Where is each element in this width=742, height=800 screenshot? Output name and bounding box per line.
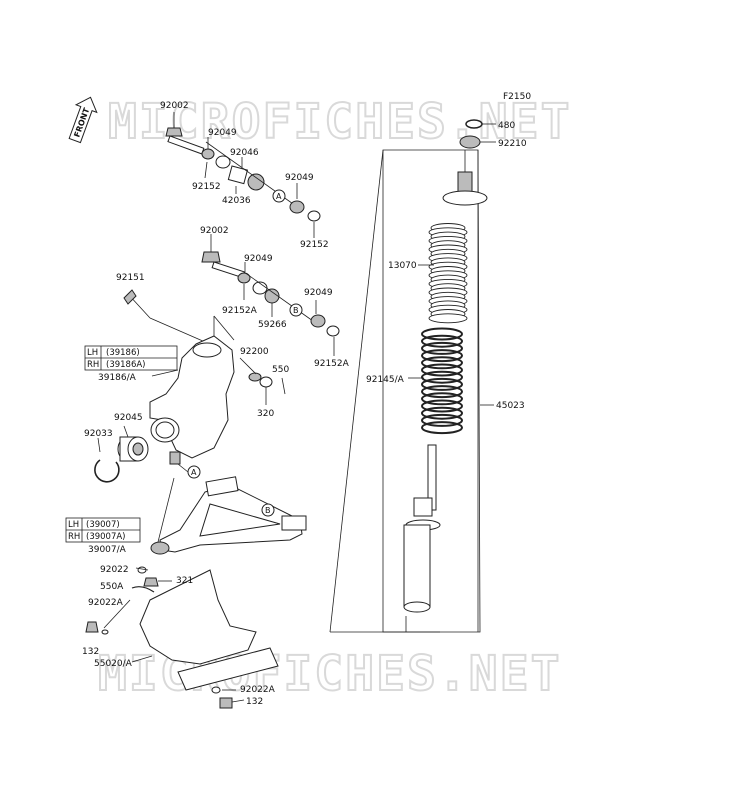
label-59266: 59266 [258,320,287,330]
label-92022A-a: 92022A [88,598,124,608]
spring-coil [421,370,463,384]
figure-code: F2150 [503,92,531,102]
label-39007A: 39007/A [88,545,127,555]
circle-a-upper: A [276,192,282,201]
label-13070: 13070 [388,261,417,271]
spring-coil [421,327,463,341]
knuckle-rh: RH [87,360,99,370]
label-550: 550 [272,365,289,375]
label-480: 480 [498,121,515,131]
label-92049-c: 92049 [244,254,273,264]
label-55020A: 55020/A [94,659,133,669]
label-320: 320 [257,409,274,419]
label-92002-mid: 92002 [200,226,229,236]
spring-coil [421,399,463,413]
spring-coil [421,363,463,377]
knuckle-rh-num: (39186A) [106,360,146,370]
label-45023: 45023 [496,401,525,411]
label-42036: 42036 [222,196,251,206]
circle-b-lower: B [265,506,271,515]
label-92033: 92033 [84,429,113,439]
lower-a-arm: A B [150,463,307,555]
arm-lh-num: (39007) [86,520,120,530]
arm-lh: LH [68,520,79,530]
label-92022A-b: 92022A [240,685,276,695]
label-92049-d: 92049 [304,288,333,298]
knuckle-lh: LH [87,348,98,358]
label-92200: 92200 [240,347,269,357]
spring-coil [421,406,463,420]
label-92022: 92022 [100,565,129,575]
spring-coil [421,377,463,391]
label-92046: 92046 [230,148,259,158]
knuckle-part-box: LH (39186) RH (39186A) [84,345,179,377]
circle-b-upper: B [293,306,299,315]
label-92210: 92210 [498,139,527,149]
shock-outline-box [329,149,494,633]
label-92145A: 92145/A [366,375,405,385]
arm-rh-num: (39007A) [86,532,126,542]
spring-coil [421,334,463,348]
spring-coil [421,385,463,399]
spring-coil [421,392,463,406]
shock-body [403,444,441,632]
arm-rh: RH [68,532,80,542]
label-321: 321 [176,576,193,586]
label-92152-b: 92152 [300,240,329,250]
spring-coil [421,341,463,355]
bolt-group-middle: B [201,234,340,356]
circlip [94,437,120,483]
label-92002-top: 92002 [160,101,189,111]
label-92152-a: 92152 [192,182,221,192]
spring-coil [421,356,463,370]
bolt-group-upper: A [165,112,321,238]
dust-boot [428,223,468,324]
label-92049-a: 92049 [208,128,237,138]
label-132-b: 132 [246,697,263,707]
wheel-bearing [117,425,149,462]
label-92049-b: 92049 [285,173,314,183]
spring-coil [421,413,463,427]
skid-plate-hardware [85,566,279,709]
boot-rib [428,313,468,324]
steering-knuckle [123,289,286,465]
shock-top-hardware [442,119,496,206]
label-132-a: 132 [82,647,99,657]
label-550A: 550A [100,582,124,592]
spring-coil [421,349,463,363]
knuckle-lh-num: (39186) [106,348,140,358]
front-arrow-icon: FRONT [68,96,98,144]
label-92152A-b: 92152A [314,359,350,369]
circle-a-lower: A [191,468,197,477]
label-92151: 92151 [116,273,145,283]
label-92152A-a: 92152A [222,306,258,316]
label-39186A: 39186/A [98,373,137,383]
coil-spring [421,327,463,435]
spring-coil [421,421,463,435]
arm-part-box: LH (39007) RH (39007A) [65,517,141,543]
label-92045: 92045 [114,413,143,423]
